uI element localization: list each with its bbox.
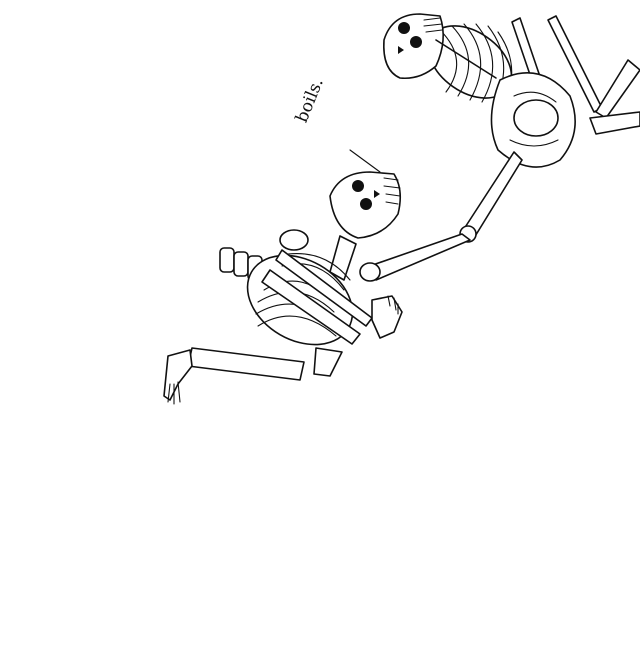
lower-skeleton-hand-right (371, 295, 403, 339)
lower-skeleton-neck (329, 235, 357, 281)
lower-skeleton-arm-bone (187, 347, 305, 381)
lower-skeleton-shoulder (279, 229, 309, 251)
upper-skeleton-femur (461, 151, 523, 239)
lower-skeleton-hand-left (163, 349, 193, 401)
lower-skeleton (163, 149, 471, 405)
lower-skeleton-upper-arm (261, 269, 361, 345)
upper-skeleton-clavicle (435, 39, 497, 79)
upper-skeleton (383, 13, 640, 243)
lower-skeleton-forearm (275, 249, 373, 327)
lower-skeleton-elbow (313, 347, 343, 377)
leg-bone-end (359, 262, 381, 282)
lower-skeleton-skull (329, 171, 402, 239)
upper-skeleton-hand (589, 111, 640, 135)
upper-skeleton-forearm (595, 59, 640, 119)
caption-pointer-line (349, 149, 381, 173)
upper-skeleton-skull (383, 13, 444, 80)
upper-skeleton-pelvis (490, 72, 576, 168)
upper-skeleton-arm-bone-2 (547, 15, 603, 113)
